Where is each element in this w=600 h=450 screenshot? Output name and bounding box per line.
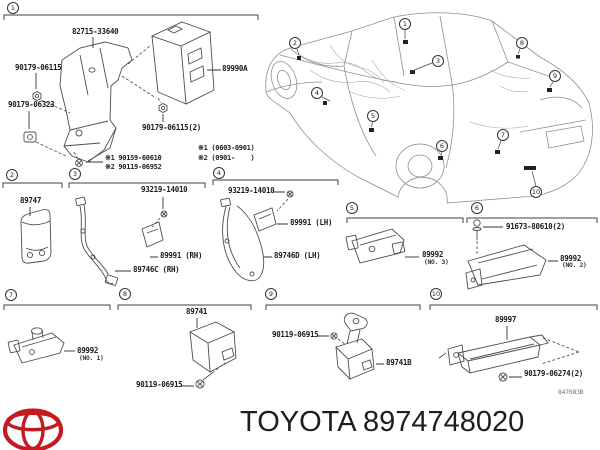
car-callout-5: 5 [367, 110, 379, 122]
section-7-marker: 7 [5, 289, 17, 301]
section-10-marker: 10 [430, 288, 442, 300]
part-number-s6-sensor: 89992 [560, 254, 582, 263]
note-date-range-1: ※1 (0603-0901) [198, 144, 255, 152]
part-number-s1-module: 89990A [222, 64, 248, 73]
car-callout-8: 8 [516, 37, 528, 49]
note-screw-variant-1: ※1 90159-60610 [105, 154, 162, 162]
part-number-s5-sensor-no: (NO. 3) [424, 259, 449, 266]
section-6-marker: 6 [471, 202, 483, 214]
section-5-marker: 5 [346, 202, 358, 214]
car-illustration [265, 12, 593, 204]
car-callout-7: 7 [497, 129, 509, 141]
part-number-s3-screw: 93219-14010 [141, 185, 188, 194]
part-number-s10-screw: 90179-06274(2) [524, 369, 584, 378]
part-number-s1-clip: 90179-06323 [8, 100, 55, 109]
section-5-drawing [345, 228, 419, 264]
part-number-s8-bolt: 90119-06915 [136, 380, 183, 389]
part-number-s7-sensor-no: (NO. 1) [79, 355, 104, 362]
footer-part-number: TOYOTA 8974748020 [240, 406, 525, 438]
part-number-s4-screw: 93219-14010 [228, 186, 275, 195]
section-3-marker: 3 [69, 168, 81, 180]
part-number-s6-bolt: 91673-80610(2) [506, 222, 566, 231]
section-8-marker: 8 [119, 288, 131, 300]
section-9-drawing [317, 312, 384, 381]
part-number-s10-sensor: 89997 [495, 315, 517, 324]
section-4-marker: 4 [213, 167, 225, 179]
section-brackets [2, 14, 598, 310]
part-number-s9-bolt: 90119-06915 [272, 330, 319, 339]
part-number-s2-sensor: 89747 [20, 196, 42, 205]
part-number-s1-bracket: 82715-33640 [72, 27, 119, 36]
toyota-logo-icon [2, 408, 64, 450]
part-number-s1-nut-a: 90179-06115 [15, 63, 62, 72]
section-9-marker: 9 [265, 288, 277, 300]
car-callout-3: 3 [432, 55, 444, 67]
car-callout-6: 6 [436, 140, 448, 152]
part-number-s9-computer: 89741B [386, 358, 412, 367]
car-callout-4: 4 [311, 87, 323, 99]
car-callout-9: 9 [549, 70, 561, 82]
section-1-drawing [23, 21, 221, 167]
section-2-marker: 2 [6, 169, 18, 181]
note-date-range-2: ※2 (0901- ) [198, 154, 255, 162]
section-4-drawing [220, 190, 294, 282]
part-number-s1-nut-b: 90179-06115(2) [142, 123, 202, 132]
car-sensor-markers [297, 40, 552, 170]
note-screw-variant-2: ※2 90119-06952 [105, 163, 162, 171]
part-number-s3-harness: 89746C (RH) [133, 265, 180, 274]
diagram-reference-code: 847683B [558, 388, 584, 396]
part-number-s6-sensor-no: (NO. 2) [562, 262, 587, 269]
section-7-drawing [7, 327, 75, 364]
part-number-s7-sensor: 89992 [77, 346, 99, 355]
part-number-s4-harness: 89746D (LH) [274, 251, 321, 260]
part-number-s8-computer: 89741 [186, 307, 208, 316]
car-callout-1: 1 [399, 18, 411, 30]
car-callout-leader-lines [296, 30, 554, 187]
section-2-drawing [20, 207, 52, 264]
section-1-marker: 1 [7, 2, 19, 14]
car-callout-10: 10 [530, 186, 542, 198]
part-number-s4-sensor: 89991 (LH) [290, 218, 333, 227]
section-8-drawing [181, 318, 237, 389]
part-number-s5-sensor: 89992 [422, 250, 444, 259]
car-callout-2: 2 [289, 37, 301, 49]
part-number-s3-sensor: 89991 (RH) [160, 251, 203, 260]
